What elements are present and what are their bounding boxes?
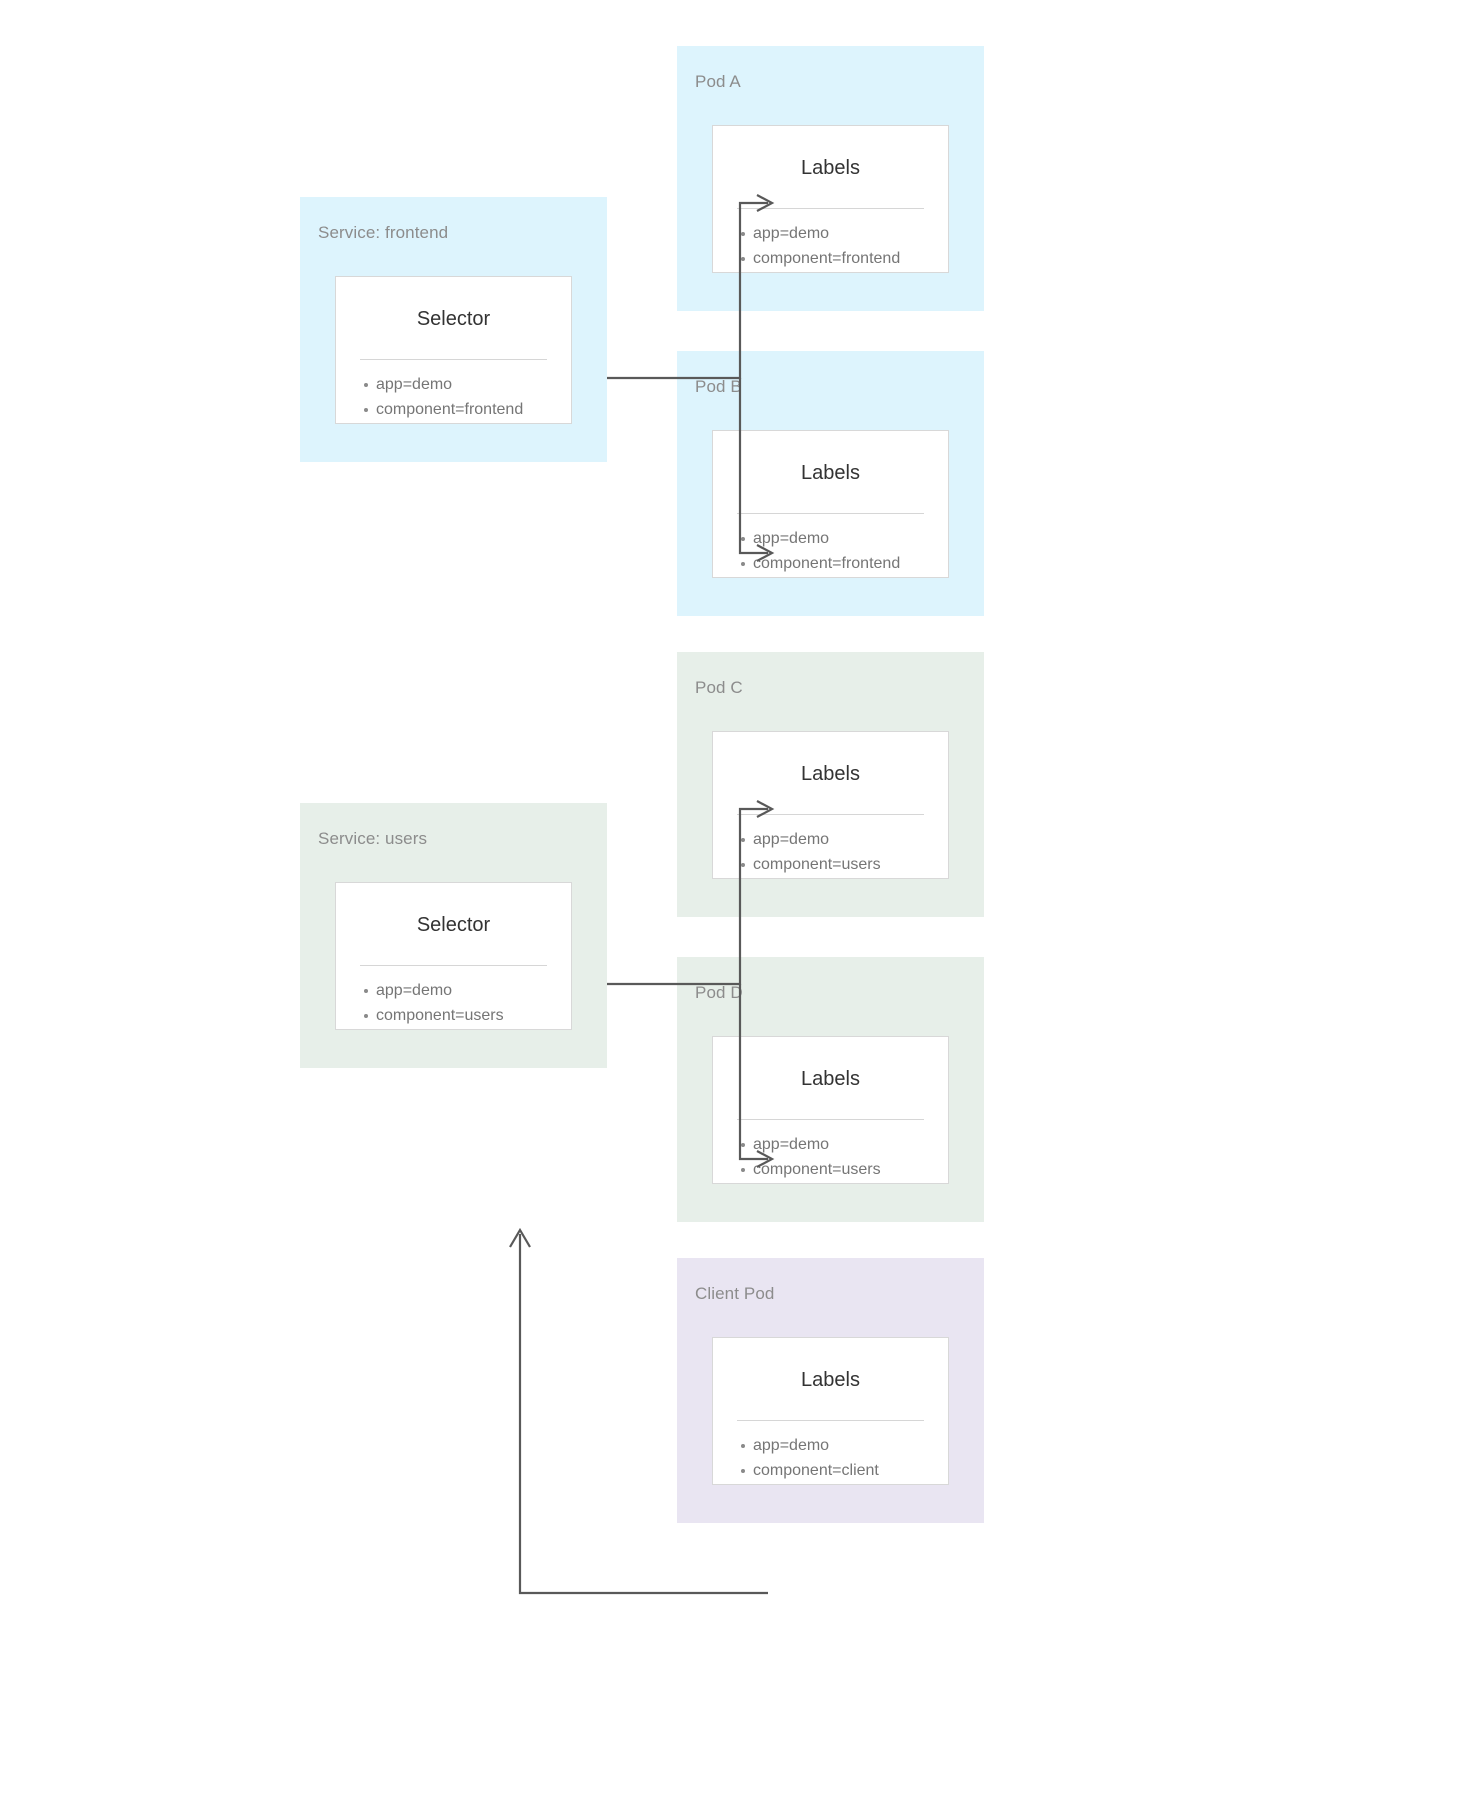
card-divider — [737, 513, 924, 514]
labels-card-title: Labels — [801, 763, 860, 785]
service-users-group: Service: users Selector app=demo compone… — [300, 803, 607, 1068]
service-frontend-selector-card: Selector app=demo component=frontend — [335, 276, 572, 424]
pod-c-group: Pod C Labels app=demo component=users — [677, 652, 984, 917]
list-item: component=frontend — [741, 246, 948, 271]
list-item: app=demo — [741, 1132, 948, 1157]
list-item: component=frontend — [741, 551, 948, 576]
client-to-users-arrowhead — [509, 1227, 531, 1248]
selector-list: app=demo component=frontend — [336, 372, 571, 422]
list-item: component=users — [741, 1157, 948, 1182]
card-divider — [360, 359, 547, 360]
pod-d-labels-card: Labels app=demo component=users — [712, 1036, 949, 1184]
list-item: component=users — [741, 852, 948, 877]
labels-card-title: Labels — [801, 462, 860, 484]
pod-a-title: Pod A — [695, 72, 741, 91]
service-users-title: Service: users — [318, 829, 428, 848]
card-divider — [737, 1119, 924, 1120]
pod-c-title: Pod C — [695, 678, 743, 697]
card-divider — [360, 965, 547, 966]
pod-b-group: Pod B Labels app=demo component=frontend — [677, 351, 984, 616]
client-pod-group: Client Pod Labels app=demo component=cli… — [677, 1258, 984, 1523]
list-item: component=frontend — [364, 397, 571, 422]
pod-d-group: Pod D Labels app=demo component=users — [677, 957, 984, 1222]
pod-b-title: Pod B — [695, 377, 742, 396]
client-pod-title: Client Pod — [695, 1284, 775, 1303]
pod-c-labels-card: Labels app=demo component=users — [712, 731, 949, 879]
service-frontend-group: Service: frontend Selector app=demo comp… — [300, 197, 607, 462]
client-pod-labels-card: Labels app=demo component=client — [712, 1337, 949, 1485]
pod-d-title: Pod D — [695, 983, 743, 1002]
card-divider — [737, 1420, 924, 1421]
card-divider — [737, 814, 924, 815]
service-users-selector-card: Selector app=demo component=users — [335, 882, 572, 1030]
selector-card-title: Selector — [416, 914, 491, 936]
pod-a-labels-card: Labels app=demo component=frontend — [712, 125, 949, 273]
list-item: app=demo — [741, 526, 948, 551]
labels-card-title: Labels — [801, 1369, 860, 1391]
list-item: app=demo — [741, 1433, 948, 1458]
list-item: component=users — [364, 1003, 571, 1028]
selector-card-title: Selector — [416, 308, 491, 330]
labels-list: app=demo component=frontend — [713, 221, 948, 271]
labels-list: app=demo component=users — [713, 1132, 948, 1182]
labels-list: app=demo component=users — [713, 827, 948, 877]
labels-list: app=demo component=client — [713, 1433, 948, 1483]
list-item: component=client — [741, 1458, 948, 1483]
selector-list: app=demo component=users — [336, 978, 571, 1028]
labels-card-title: Labels — [801, 1068, 860, 1090]
pod-a-group: Pod A Labels app=demo component=frontend — [677, 46, 984, 311]
list-item: app=demo — [364, 372, 571, 397]
card-divider — [737, 208, 924, 209]
service-frontend-title: Service: frontend — [318, 223, 449, 242]
pod-b-labels-card: Labels app=demo component=frontend — [712, 430, 949, 578]
list-item: app=demo — [364, 978, 571, 1003]
list-item: app=demo — [741, 221, 948, 246]
labels-list: app=demo component=frontend — [713, 526, 948, 576]
list-item: app=demo — [741, 827, 948, 852]
labels-card-title: Labels — [801, 157, 860, 179]
